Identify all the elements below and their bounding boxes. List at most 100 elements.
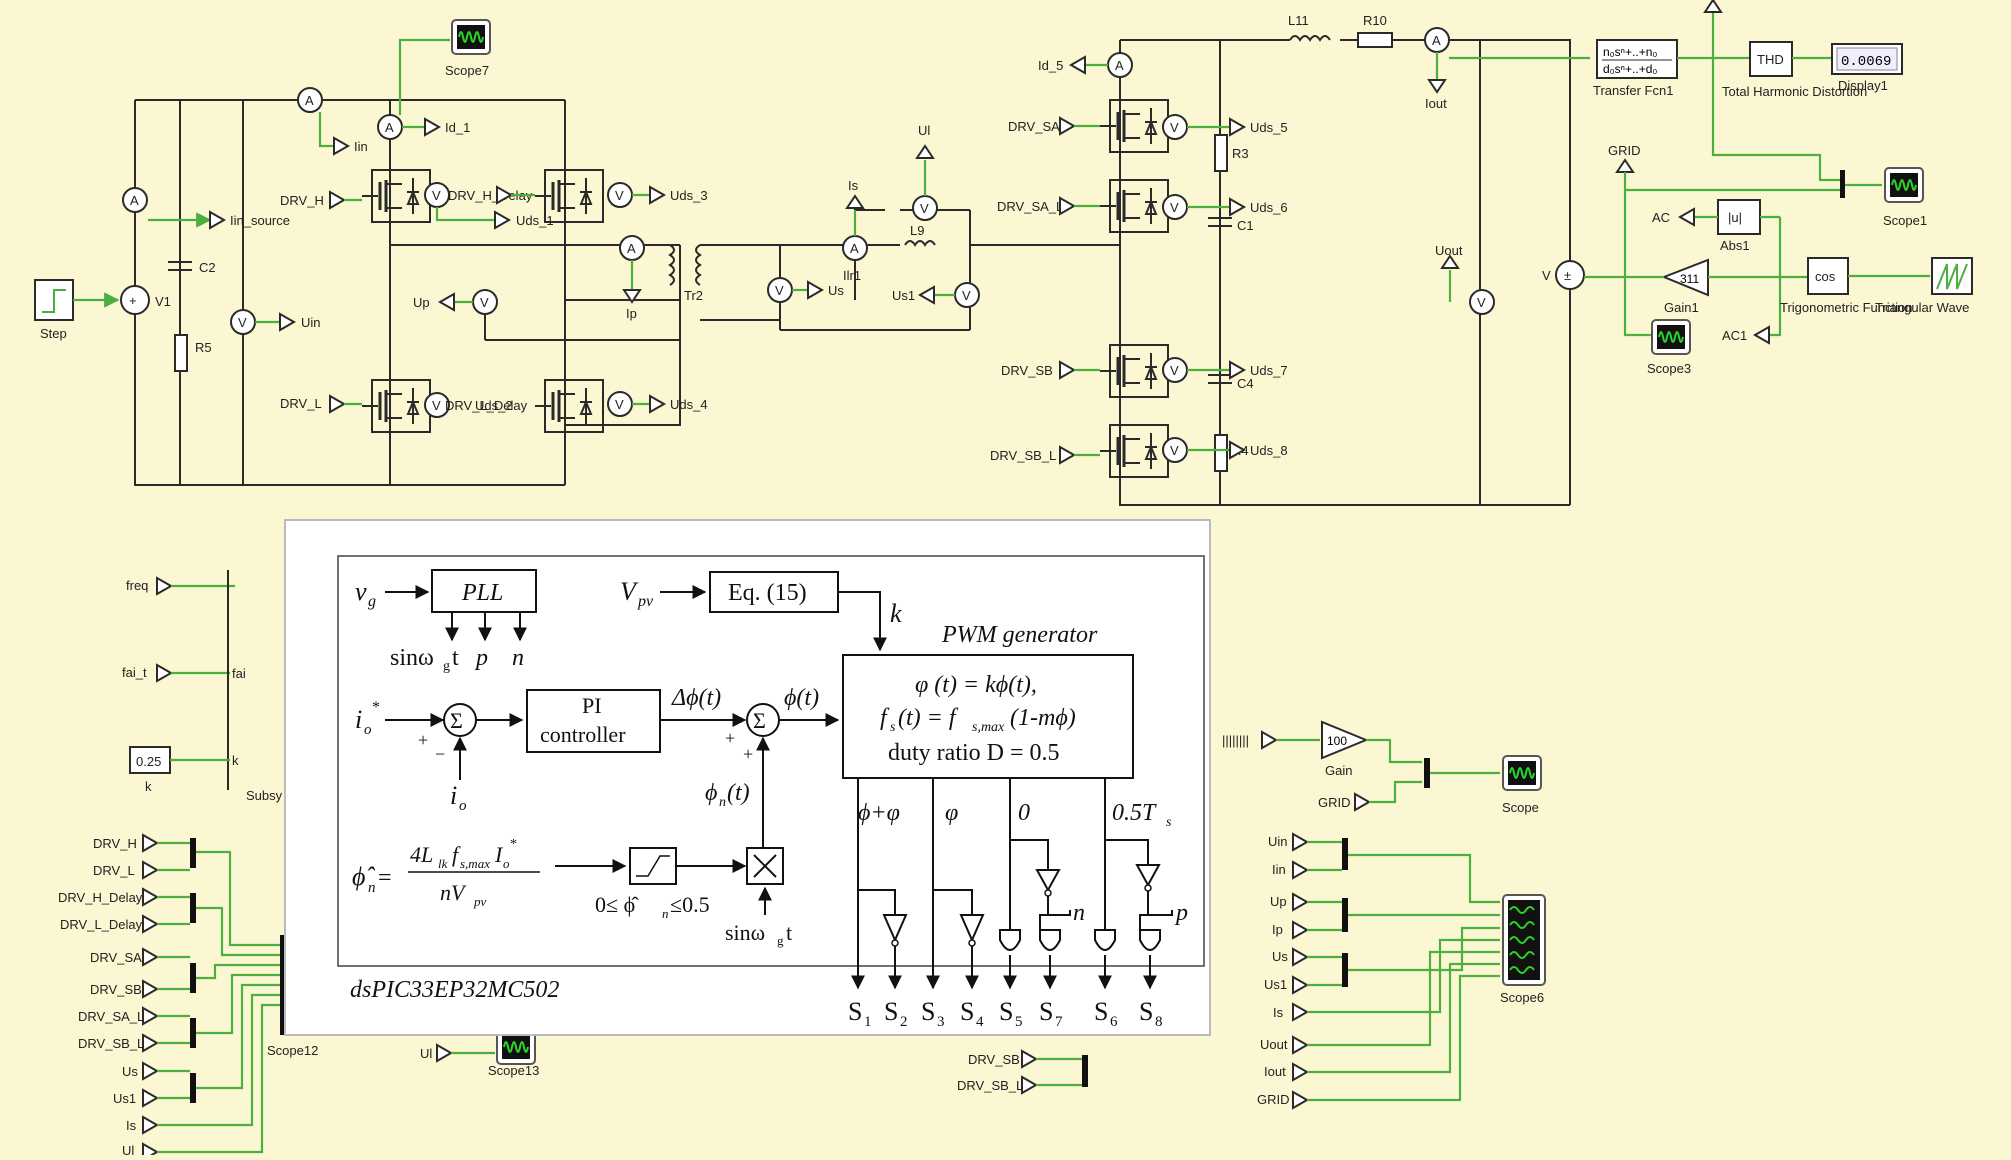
svg-text:8: 8 [1155, 1014, 1163, 1030]
c2-label: C2 [199, 260, 216, 275]
svg-text:GRID: GRID [1318, 795, 1351, 810]
scope1-icon[interactable] [1884, 167, 1924, 203]
svg-text:sinω: sinω [725, 920, 765, 945]
svg-text:DRV_SB: DRV_SB [968, 1052, 1020, 1067]
svg-text:5: 5 [1015, 1014, 1023, 1030]
gain1-block[interactable]: 311 [1661, 258, 1709, 297]
r10-label: R10 [1363, 13, 1387, 28]
svg-text:7: 7 [1055, 1014, 1063, 1030]
pll-block [431, 569, 537, 613]
svg-text:o: o [503, 856, 510, 871]
svg-text:g: g [777, 933, 784, 948]
svg-text:S: S [999, 997, 1013, 1026]
svg-text:0≤ ϕ̂: 0≤ ϕ̂ [595, 892, 639, 917]
svg-text:d₀sⁿ+..+d₀: d₀sⁿ+..+d₀ [1603, 62, 1657, 76]
svg-text:A: A [385, 120, 394, 135]
uds6-label: Uds_6 [1250, 200, 1288, 215]
v1-label: V1 [155, 294, 171, 309]
svg-text:A: A [305, 93, 314, 108]
cos-block[interactable]: cos [1807, 257, 1849, 295]
svg-text:nV: nV [440, 880, 467, 905]
scope-label: Scope [1502, 800, 1539, 815]
svg-text:DRV_L: DRV_L [93, 863, 135, 878]
svg-text:DRV_H_Delay: DRV_H_Delay [58, 890, 143, 905]
ammeter-source: A [122, 187, 148, 213]
voltmeter-up: V [472, 289, 498, 315]
ammeter-iout: A [1424, 27, 1450, 53]
svg-text:6: 6 [1110, 1014, 1118, 1030]
svg-text:n: n [368, 880, 376, 896]
mosfet-sb-l [1098, 423, 1170, 479]
gain-label: Gain [1325, 763, 1352, 778]
output-stage [1119, 32, 1571, 506]
svg-text:φ (t) = kϕ(t),: φ (t) = kϕ(t), [915, 672, 1037, 698]
svg-text:o: o [459, 798, 467, 814]
voltmeter-uds5: V [1162, 114, 1188, 140]
svg-text:v: v [355, 577, 367, 606]
svg-text:s: s [890, 720, 896, 735]
svg-text:n₀sⁿ+..+n₀: n₀sⁿ+..+n₀ [1603, 45, 1657, 59]
abs-block[interactable]: |u| [1717, 199, 1761, 235]
svg-text:≤0.5: ≤0.5 [670, 892, 710, 917]
svg-text:+: + [418, 730, 428, 750]
svg-text:V: V [1170, 120, 1179, 135]
svg-text:V: V [1477, 295, 1486, 310]
scope6-icon[interactable] [1502, 894, 1546, 986]
iin-label: Iin [354, 139, 368, 154]
scope7-icon[interactable] [451, 19, 491, 55]
scope1-label: Scope1 [1883, 213, 1927, 228]
gain-100-block[interactable]: 100 [1321, 720, 1369, 760]
display1-block[interactable]: 0.0069 [1831, 43, 1903, 75]
mosfet-sb [1098, 343, 1170, 399]
gain1-label: Gain1 [1664, 300, 1699, 315]
thd-block[interactable]: THD [1749, 41, 1793, 77]
scope-icon[interactable] [1502, 755, 1542, 791]
svg-text:DRV_SB_L: DRV_SB_L [957, 1078, 1023, 1093]
svg-text:+: + [129, 293, 137, 308]
transfer-fcn-block[interactable]: n₀sⁿ+..+n₀ d₀sⁿ+..+d₀ [1596, 39, 1678, 79]
svg-text:duty ratio D = 0.5: duty ratio D = 0.5 [888, 740, 1060, 766]
svg-text:controller: controller [540, 722, 626, 747]
l9-label: L9 [910, 223, 924, 238]
v-label: V [1542, 268, 1551, 283]
c1-label: C1 [1237, 218, 1254, 233]
ammeter-ilr1: A [842, 235, 868, 261]
scope3-icon[interactable] [1651, 319, 1691, 355]
l11-label: L11 [1288, 13, 1309, 28]
triangular-wave-block[interactable] [1931, 257, 1973, 295]
svg-text:DRV_H: DRV_H [93, 836, 137, 851]
voltmeter-us1: V [954, 282, 980, 308]
svg-text:Ul: Ul [420, 1046, 432, 1061]
svg-text:Us: Us [1272, 949, 1288, 964]
svg-text:*: * [510, 837, 517, 852]
svg-text:o: o [364, 722, 372, 738]
transfer-fcn-label: Transfer Fcn1 [1593, 83, 1673, 98]
svg-text:+: + [743, 744, 753, 764]
voltmeter-uds4: V [607, 391, 633, 417]
svg-text:sinω: sinω [390, 645, 434, 671]
svg-text:S: S [1039, 997, 1053, 1026]
svg-text:φ: φ [945, 800, 958, 826]
svg-text:0.5T: 0.5T [1112, 800, 1157, 826]
thd-label: Total Harmonic Distortion [1722, 84, 1867, 99]
svg-text:4L: 4L [410, 842, 433, 867]
step-source[interactable]: Step [34, 279, 120, 341]
iout-label: Iout [1425, 96, 1447, 111]
svg-text:Us: Us [122, 1064, 138, 1079]
svg-text:(t) = f: (t) = f [898, 705, 959, 731]
uds1-label: Uds_1 [516, 213, 554, 228]
svg-text:PI: PI [582, 693, 602, 718]
svg-text:p: p [474, 645, 488, 671]
step-label: Step [40, 326, 67, 341]
svg-text:PLL: PLL [461, 580, 503, 606]
svg-text:Σ: Σ [753, 708, 766, 733]
k-constant-block[interactable]: 0.25 [129, 746, 171, 774]
svg-text:Ip: Ip [1272, 922, 1283, 937]
svg-text:i: i [450, 781, 457, 810]
drv-sa-l-label: DRV_SA_L [997, 199, 1063, 214]
svg-text:fai: fai [232, 666, 246, 681]
mosfet-sa [1098, 98, 1170, 154]
svg-text:Is: Is [1273, 1005, 1284, 1020]
uds7-label: Uds_7 [1250, 363, 1288, 378]
